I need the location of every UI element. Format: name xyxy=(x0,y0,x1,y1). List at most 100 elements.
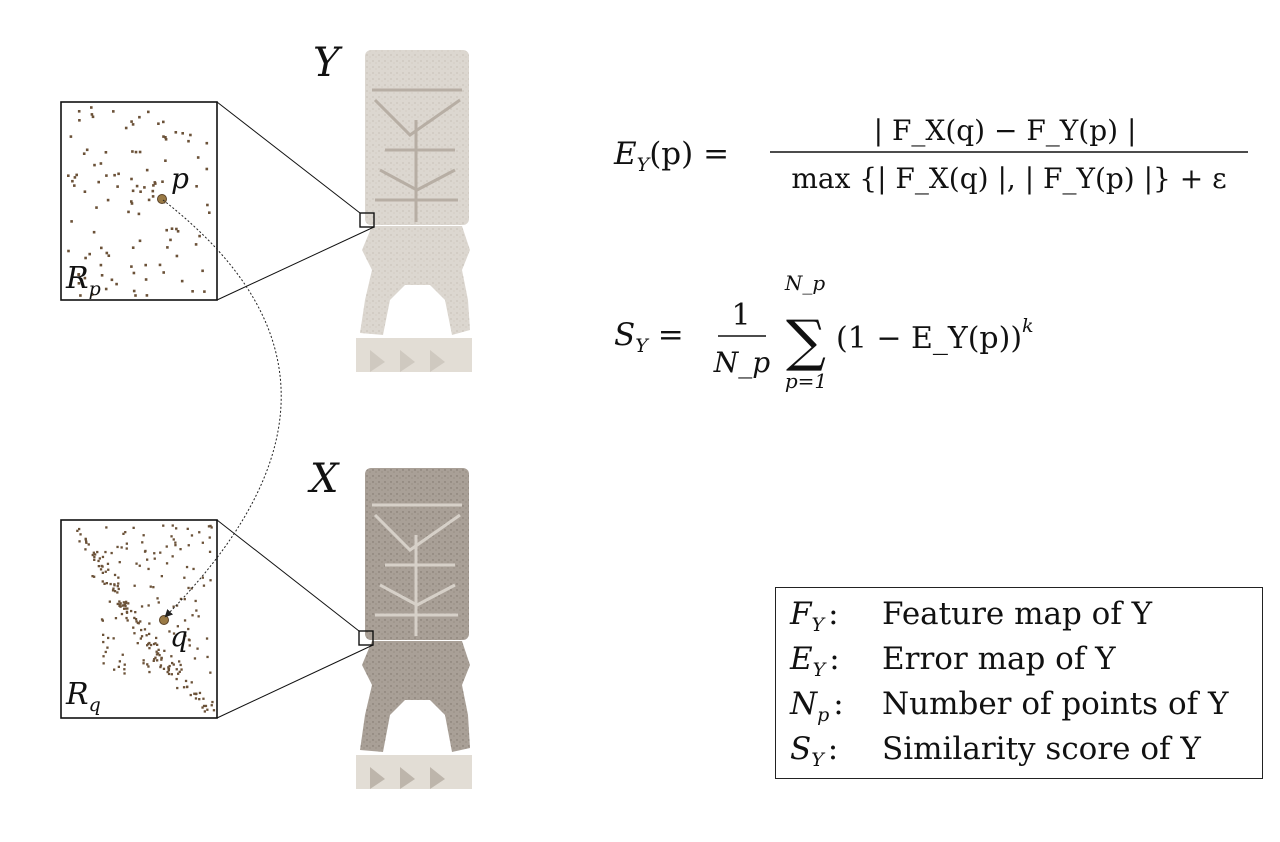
point-cloud-dot xyxy=(106,646,109,649)
point-cloud-dot xyxy=(116,602,119,606)
legend-text-feature-map: Feature map of Y xyxy=(882,596,1153,632)
point-cloud-dot xyxy=(90,113,94,116)
point-cloud-dot xyxy=(162,524,165,527)
point-cloud-dot xyxy=(112,587,115,590)
point-cloud-dot xyxy=(112,637,115,640)
point-cloud-dot xyxy=(153,181,157,184)
point-cloud-dot xyxy=(204,704,208,708)
point-cloud-dot xyxy=(175,254,179,258)
point-cloud-dot xyxy=(176,230,180,233)
point-cloud-dot xyxy=(127,602,130,605)
point-cloud-dot xyxy=(124,126,128,130)
point-cloud-dot xyxy=(146,558,149,561)
point-cloud-dot xyxy=(107,568,110,571)
point-cloud-dot xyxy=(196,647,199,650)
error-numerator: | F_X(q) − F_Y(p) | xyxy=(874,114,1137,147)
point-cloud-dot xyxy=(125,616,128,620)
point-cloud-dot xyxy=(156,597,159,600)
point-cloud-dot xyxy=(131,246,135,249)
point-cloud-dot xyxy=(147,665,150,668)
point-cloud-dot xyxy=(101,619,104,622)
point-cloud-dot xyxy=(155,650,158,653)
point-cloud-dot xyxy=(190,534,194,537)
point-cloud-dot xyxy=(93,163,96,167)
point-cloud-dot xyxy=(180,668,183,671)
point-cloud-dot xyxy=(143,628,147,631)
point-cloud-dot xyxy=(100,564,103,568)
svg-text:1: 1 xyxy=(731,298,750,333)
point-cloud-dot xyxy=(166,670,169,674)
point-cloud-dot xyxy=(144,263,147,267)
zoom-connectors xyxy=(216,101,375,719)
point-cloud-dot xyxy=(164,136,167,139)
point-cloud-dot xyxy=(183,619,187,622)
point-cloud-dot xyxy=(209,579,212,582)
point-cloud-dot xyxy=(122,532,125,535)
point-cloud-dot xyxy=(140,635,144,638)
point-cloud-dot xyxy=(160,575,163,578)
point-cloud-dot xyxy=(84,548,87,551)
point-cloud-dot xyxy=(157,122,160,125)
point-cloud-dot xyxy=(165,545,168,548)
point-cloud-dot xyxy=(97,559,100,563)
svg-text:EY(p) =: EY(p) = xyxy=(613,136,729,176)
point-cloud-dot xyxy=(188,639,191,642)
zoom-marker-y xyxy=(359,212,375,228)
point-cloud-dot xyxy=(113,668,116,671)
point-cloud-dot xyxy=(159,664,163,667)
point-cloud-dot xyxy=(172,632,176,635)
point-cloud-dot xyxy=(92,551,95,554)
point-cloud-dot xyxy=(162,135,165,138)
point-cloud-dot xyxy=(123,668,126,671)
point-cloud-dot xyxy=(175,677,178,681)
point-cloud-dot xyxy=(152,659,155,662)
point-cloud-dot xyxy=(139,620,142,623)
point-cloud-dot xyxy=(132,289,136,293)
legend-row-feature-map: FY: Feature map of Y xyxy=(790,596,1153,637)
point-cloud-dot xyxy=(172,538,175,541)
point-cloud-dot xyxy=(206,655,209,659)
point-cloud-dot xyxy=(79,294,82,297)
label-rp: Rp xyxy=(65,261,101,300)
svg-text:N_p: N_p xyxy=(784,271,826,295)
point-cloud-dot xyxy=(67,174,70,177)
point-cloud-dot xyxy=(181,132,184,135)
point-cloud-dot xyxy=(120,612,124,616)
point-cloud-dot xyxy=(147,567,150,571)
point-cloud-dot xyxy=(132,526,135,529)
point-cloud-dot xyxy=(143,550,147,553)
point-cloud-dot xyxy=(84,256,87,260)
point-cloud-dot xyxy=(130,120,133,123)
point-cloud-dot xyxy=(198,691,202,695)
point-cloud-dot xyxy=(117,576,120,579)
point-cloud-dot xyxy=(177,672,180,675)
point-cloud-dot xyxy=(157,601,160,604)
point-cloud-dot xyxy=(136,642,139,645)
point-cloud-dot xyxy=(152,586,155,589)
point-cloud-dot xyxy=(189,693,192,697)
label-q: q xyxy=(170,620,188,653)
point-cloud-dot xyxy=(209,524,212,528)
legend-row-error-map: EY: Error map of Y xyxy=(790,641,1116,682)
label-rq: Rq xyxy=(65,677,101,716)
statue-x xyxy=(356,468,472,789)
point-cloud-dot xyxy=(210,526,213,529)
point-cloud-dot xyxy=(77,110,81,113)
point-cloud-dot xyxy=(142,659,145,662)
point-cloud-dot xyxy=(171,555,174,558)
point-cloud-dot xyxy=(179,663,182,667)
point-cloud-dot xyxy=(142,662,145,665)
point-cloud-dot xyxy=(212,709,216,712)
point-cloud-dot xyxy=(123,663,126,666)
point-cloud-dot xyxy=(190,681,193,684)
point-cloud-dot xyxy=(118,660,121,663)
point-cloud-dot xyxy=(175,604,179,607)
point-cloud-dot xyxy=(114,617,118,620)
point-cloud-dot xyxy=(184,679,188,683)
point-cloud-dot xyxy=(85,541,88,544)
point-cloud-dot xyxy=(135,562,138,565)
point-cloud-dot xyxy=(167,667,171,670)
point-cloud-dot xyxy=(154,656,157,659)
point-cloud-dot xyxy=(162,667,166,670)
point-cloud-dot xyxy=(176,625,179,628)
